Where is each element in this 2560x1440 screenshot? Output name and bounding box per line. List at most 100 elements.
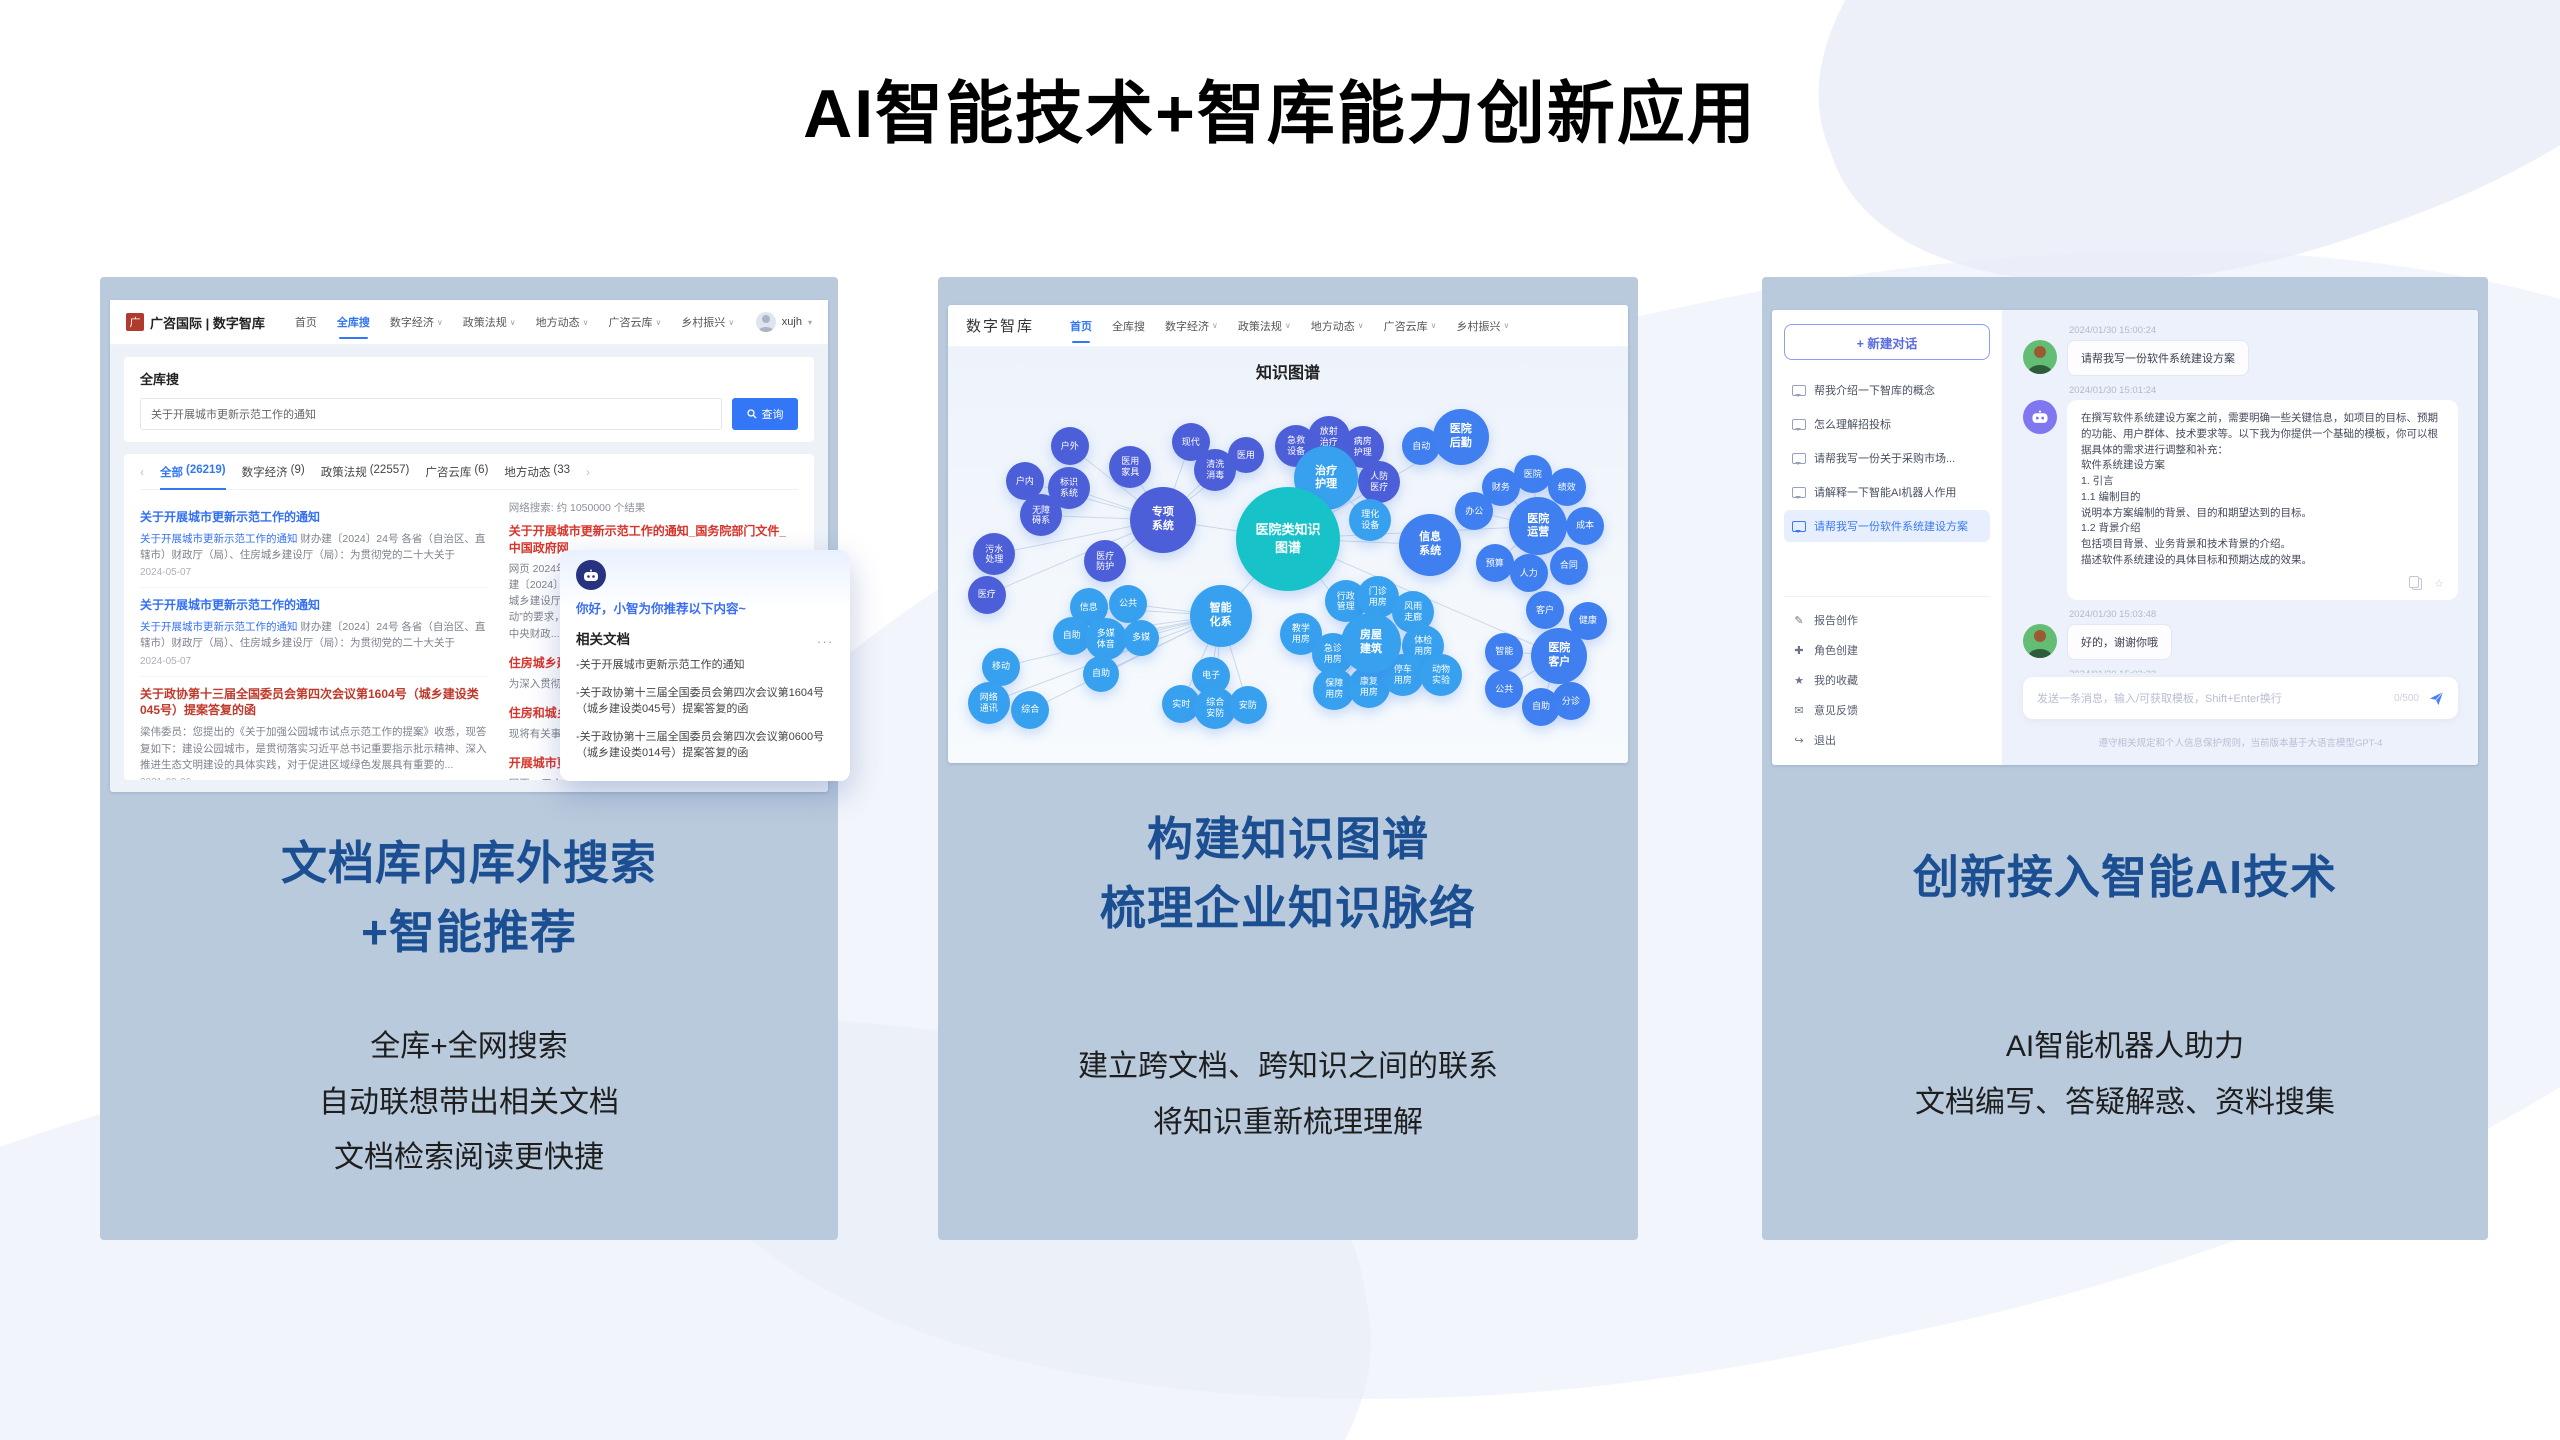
sidebar-menu-label: 意见反馈 [1814, 705, 1858, 717]
nav-item-全库搜[interactable]: 全库搜 [1112, 318, 1145, 334]
new-chat-button[interactable]: + 新建对话 [1784, 324, 1990, 360]
sidebar-menu-报告创作[interactable]: ✎报告创作 [1784, 605, 1990, 635]
chat-history-item[interactable]: 帮我介绍一下智库的概念 [1784, 374, 1990, 406]
graph-node-办公[interactable]: 办公 [1455, 492, 1494, 531]
graph-node-专项系统[interactable]: 专项 系统 [1129, 486, 1196, 553]
graph-node-公共[interactable]: 公共 [1109, 584, 1148, 623]
graph-node-医院运营[interactable]: 医院 运营 [1509, 497, 1568, 556]
chat-history-list: 帮我介绍一下智库的概念怎么理解招投标请帮我写一份关于采购市场...请解释一下智能… [1784, 374, 1990, 544]
nav-item-首页[interactable]: 首页 [1070, 318, 1092, 343]
tab-广咨云库[interactable]: 广咨云库(6) [425, 464, 488, 480]
nav-item-数字经济[interactable]: 数字经济∨ [390, 314, 443, 330]
tab-地方动态[interactable]: 地方动态(33 [504, 464, 570, 480]
graph-node-无障碍系[interactable]: 无障 碍系 [1020, 494, 1063, 537]
nav-item-地方动态[interactable]: 地方动态∨ [536, 314, 589, 330]
graph-node-预算[interactable]: 预算 [1475, 544, 1514, 583]
nav-item-广咨云库[interactable]: 广咨云库∨ [608, 314, 661, 330]
recommended-doc-link[interactable]: -关于政协第十三届全国委员会第四次会议第0600号（城乡建设类014号）提案答复… [576, 730, 825, 760]
web-result-title-link[interactable]: 关于开展城市更新示范工作的通知_国务院部门文件_中国政府网 [508, 524, 787, 555]
result-title-link[interactable]: 关于开展城市更新示范工作的通知 [140, 598, 321, 613]
nav-item-乡村振兴[interactable]: 乡村振兴∨ [1456, 318, 1509, 334]
nav-item-乡村振兴[interactable]: 乡村振兴∨ [681, 314, 734, 330]
graph-node-理化设备[interactable]: 理化 设备 [1349, 499, 1392, 542]
graph-node-绩效[interactable]: 绩效 [1547, 468, 1586, 507]
graph-node-医用[interactable]: 医用 [1227, 437, 1264, 474]
nav-item-首页[interactable]: 首页 [295, 314, 317, 330]
chat-history-item[interactable]: 请解释一下智能AI机器人作用 [1784, 476, 1990, 508]
chat-history-label: 帮我介绍一下智库的概念 [1814, 385, 1935, 397]
recommended-doc-link[interactable]: -关于开展城市更新示范工作的通知 [576, 659, 745, 671]
graph-node-医用家具[interactable]: 医用 家具 [1109, 446, 1152, 489]
nav-item-全库搜[interactable]: 全库搜 [337, 314, 370, 339]
sidebar-menu-意见反馈[interactable]: ✉ 意见反馈 [1784, 695, 1990, 725]
chevron-left-icon[interactable]: ‹ [140, 465, 144, 479]
graph-node-医院类知识图谱[interactable]: 医院类知识 图谱 [1236, 486, 1340, 591]
nav-item-广咨云库[interactable]: 广咨云库∨ [1384, 318, 1437, 334]
graph-node-网络通讯[interactable]: 网络 通讯 [967, 681, 1010, 724]
graph-node-医院客户[interactable]: 医院 客户 [1531, 627, 1588, 684]
graph-node-医疗防护[interactable]: 医疗 防护 [1084, 540, 1127, 583]
star-icon[interactable]: ☆ [2434, 577, 2444, 590]
user-menu[interactable]: xujh ▾ [755, 312, 812, 332]
graph-node-病房护理[interactable]: 病房 护理 [1341, 425, 1384, 468]
message-input[interactable]: 发送一条消息，输入/可获取模板，Shift+Enter换行 0/500 [2023, 677, 2458, 719]
chat-history-item[interactable]: 请帮我写一份关于采购市场... [1784, 442, 1990, 474]
nav-item-地方动态[interactable]: 地方动态∨ [1311, 318, 1364, 334]
graph-node-成本[interactable]: 成本 [1566, 506, 1605, 545]
chat-history-item[interactable]: 请帮我写一份软件系统建设方案 [1784, 510, 1990, 542]
sidebar-menu-退出[interactable]: ↪退出 [1784, 725, 1990, 755]
send-button[interactable] [2429, 691, 2444, 706]
copy-icon[interactable] [2409, 575, 2423, 590]
sidebar-menu-角色创建[interactable]: ✚角色创建 [1784, 635, 1990, 665]
result-item: 关于开展城市更新示范工作的通知关于开展城市更新示范工作的通知 财办建〔2024〕… [140, 588, 489, 677]
graph-node-自助[interactable]: 自助 [1083, 655, 1119, 692]
graph-node-医院[interactable]: 医院 [1513, 455, 1552, 494]
chat-history-item[interactable]: 怎么理解招投标 [1784, 408, 1990, 440]
graph-node-智能[interactable]: 智能 [1485, 632, 1524, 671]
screenshot-search-portal: 广 广咨国际 | 数字智库 首页全库搜数字经济∨政策法规∨地方动态∨广咨云库∨乡… [110, 300, 850, 792]
graph-node-公共[interactable]: 公共 [1485, 669, 1524, 708]
graph-node-综合安防[interactable]: 综合 安防 [1194, 687, 1237, 730]
graph-node-多媒体音[interactable]: 多媒 体音 [1084, 617, 1127, 660]
chat-sidebar: + 新建对话 帮我介绍一下智库的概念怎么理解招投标请帮我写一份关于采购市场...… [1772, 310, 2003, 765]
caption-body-line: 建立跨文档、跨知识之间的联系 [1078, 1050, 1498, 1083]
graph-node-教学用房[interactable]: 教学 用房 [1279, 612, 1322, 655]
graph-node-多媒[interactable]: 多媒 [1123, 619, 1160, 656]
nav-item-政策法规[interactable]: 政策法规∨ [463, 314, 516, 330]
graph-node-户外[interactable]: 户外 [1050, 427, 1089, 466]
graph-node-智能化系[interactable]: 智能 化系 [1189, 584, 1252, 647]
graph-node-自助[interactable]: 自助 [1052, 616, 1091, 655]
graph-node-医疗[interactable]: 医疗 [967, 575, 1006, 614]
comment-icon: ✉ [1794, 704, 1804, 717]
graph-node-分诊[interactable]: 分诊 [1551, 681, 1590, 720]
graph-node-合同[interactable]: 合同 [1549, 546, 1588, 585]
graph-node-安防[interactable]: 安防 [1228, 686, 1267, 725]
sidebar-menu-我的收藏[interactable]: ★我的收藏 [1784, 665, 1990, 695]
recommended-doc-link[interactable]: -关于政协第十三届全国委员会第四次会议第1604号（城乡建设类045号）提案答复… [576, 686, 825, 716]
graph-node-门诊用房[interactable]: 门诊 用房 [1356, 575, 1399, 618]
chevron-right-icon[interactable]: › [586, 465, 591, 479]
graph-node-实时[interactable]: 实时 [1162, 684, 1201, 723]
chat-bubble-icon [1792, 384, 1806, 397]
search-button[interactable]: 查询 [732, 398, 798, 430]
result-title-link[interactable]: 关于政协第十三届全国委员会第四次会议第1604号（城乡建设类045号）提案答复的… [140, 686, 479, 718]
graph-node-综合[interactable]: 综合 [1011, 690, 1050, 729]
graph-node-人防医疗[interactable]: 人防 医疗 [1358, 461, 1401, 504]
tab-数字经济[interactable]: 数字经济(9) [242, 464, 305, 480]
graph-node-移动[interactable]: 移动 [982, 647, 1021, 686]
tab-政策法规[interactable]: 政策法规(22557) [321, 464, 410, 480]
tab-全部[interactable]: 全部(26219) [160, 464, 226, 490]
graph-node-信息系统[interactable]: 信息 系统 [1399, 513, 1462, 576]
graph-node-房屋建筑[interactable]: 房屋 建筑 [1340, 612, 1401, 673]
graph-node-动物实验[interactable]: 动物 实验 [1420, 653, 1462, 696]
search-input[interactable]: 关于开展城市更新示范工作的通知 [140, 398, 722, 430]
ellipsis-icon[interactable]: ... [817, 630, 834, 646]
graph-node-人力[interactable]: 人力 [1509, 554, 1548, 593]
nav-item-政策法规[interactable]: 政策法规∨ [1238, 318, 1291, 334]
result-title-link[interactable]: 关于开展城市更新示范工作的通知 [140, 510, 321, 524]
graph-node-医院后勤[interactable]: 医院 后勤 [1432, 409, 1489, 466]
nav-item-数字经济[interactable]: 数字经济∨ [1165, 318, 1218, 334]
graph-node-污水处理[interactable]: 污水 处理 [973, 533, 1016, 576]
graph-node-户内[interactable]: 户内 [1005, 462, 1044, 501]
graph-node-客户[interactable]: 客户 [1526, 591, 1565, 630]
